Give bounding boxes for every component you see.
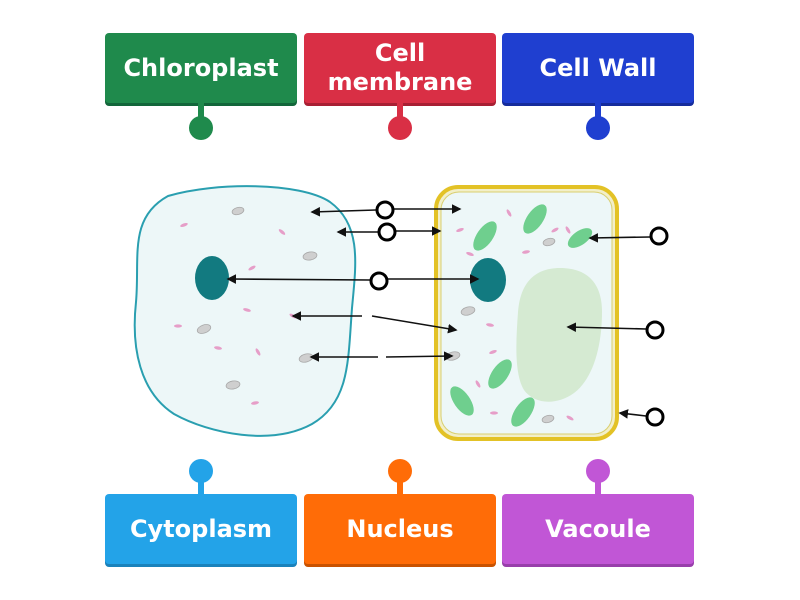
label-text: Vacoule <box>545 514 651 543</box>
label-tile-cytoplasm[interactable]: Cytoplasm <box>105 494 297 564</box>
drag-knob[interactable] <box>189 459 213 483</box>
connector-stem <box>397 103 403 117</box>
label-tile-cell-wall[interactable]: Cell Wall <box>502 33 694 103</box>
drop-target-ring[interactable] <box>645 407 665 427</box>
label-tile-chloroplast[interactable]: Chloroplast <box>105 33 297 103</box>
animal-nucleus <box>195 256 229 300</box>
drag-knob[interactable] <box>586 116 610 140</box>
drag-knob[interactable] <box>586 459 610 483</box>
drop-target-ring[interactable] <box>377 222 397 242</box>
animal-cell-membrane <box>133 185 357 437</box>
plant-chloroplasts <box>450 204 593 427</box>
drop-target-ring[interactable] <box>375 200 395 220</box>
drag-knob[interactable] <box>189 116 213 140</box>
pointer-arrows <box>226 204 651 419</box>
animal-organelles <box>196 206 318 390</box>
plant-cytoplasm-dots <box>456 209 574 421</box>
connector-stem <box>595 480 601 494</box>
plant-nucleus <box>470 258 506 302</box>
drop-target-ring[interactable] <box>369 271 389 291</box>
label-tile-nucleus[interactable]: Nucleus <box>304 494 496 564</box>
drop-target-ring[interactable] <box>649 226 669 246</box>
connector-stem <box>595 103 601 117</box>
drag-knob[interactable] <box>388 459 412 483</box>
label-text: Nucleus <box>346 514 454 543</box>
label-tile-cell-membrane[interactable]: Cell membrane <box>304 33 496 103</box>
label-tile-vacoule[interactable]: Vacoule <box>502 494 694 564</box>
label-text-line2: membrane <box>327 68 473 96</box>
label-text: Cell Wall <box>539 53 657 82</box>
label-text-line1: Cell <box>374 39 426 67</box>
plant-vacuole <box>516 268 602 402</box>
animal-cytoplasm-dots <box>174 222 297 405</box>
connector-stem <box>198 480 204 494</box>
drop-target-ring[interactable] <box>645 320 665 340</box>
drag-knob[interactable] <box>388 116 412 140</box>
label-text: Cytoplasm <box>129 514 273 543</box>
label-text: Chloroplast <box>123 53 279 82</box>
connector-stem <box>397 480 403 494</box>
connector-stem <box>198 103 204 117</box>
